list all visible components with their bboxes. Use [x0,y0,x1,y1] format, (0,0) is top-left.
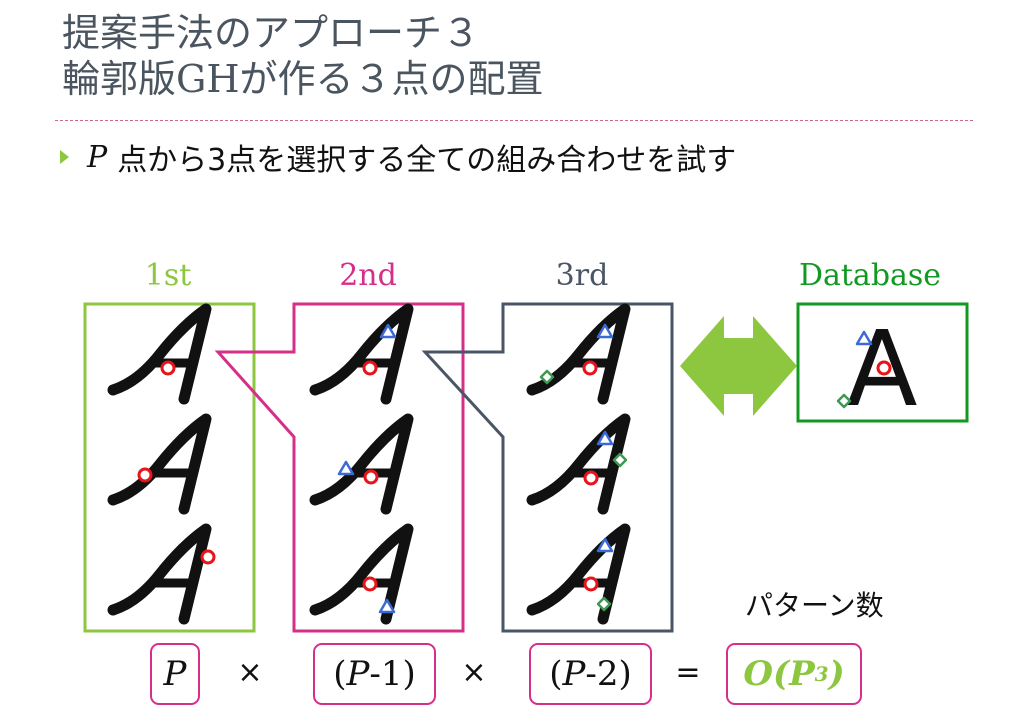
double-arrow-icon [680,316,797,416]
bullet-variable: P [87,139,108,175]
formula-term-p-minus-2: (P-2) [529,643,652,705]
formula-term-p-minus-1: (P-1) [313,643,436,705]
title-line-2: 輪郭版GHが作る３点の配置 [62,57,544,101]
box-3rd-callout [421,302,674,633]
column-label-1st: 1st [144,258,192,293]
title-line-1: 提案手法のアプローチ３ [62,11,481,55]
formula-equals: = [675,655,701,690]
letter-a-3rd-row3 [532,529,625,619]
formula-term-p: P [150,643,200,705]
box-2nd-callout [214,302,465,633]
formula-term3-rest: -2) [585,654,632,694]
letter-a-3rd-row1 [532,309,625,399]
triangle-bullet-icon [60,150,69,164]
formula-result-exponent: 3 [814,662,829,686]
box-1st [83,302,256,633]
bullet-text: 点から3点を選択する全ての組み合わせを試す [117,143,737,178]
letter-a-2nd-row3 [315,529,408,619]
letter-a-3rd-row2 [532,419,626,509]
formula-term-p-var: P [163,654,187,694]
box-database [796,302,969,423]
formula-term2-open: ( [333,654,347,694]
formula-result-suffix: ) [828,654,845,694]
letter-a-1st-row2 [113,419,206,509]
column-label-3rd: 3rd [555,258,609,293]
letter-a-1st-row1 [113,309,206,399]
letter-a-2nd-row2 [315,419,408,509]
letter-a-2nd-row1 [315,309,408,399]
patterns-label: パターン数 [745,589,884,622]
formula-result-var: P [789,654,815,694]
bullet-item: P 点から3点を選択する全ての組み合わせを試す [60,137,737,178]
formula-term2-rest: -1) [369,654,416,694]
formula-term3-open: ( [549,654,563,694]
formula-term3-var: P [562,654,586,694]
formula-term2-var: P [346,654,370,694]
formula-times-1: × [237,655,263,690]
slide-title: 提案手法のアプローチ３ 輪郭版GHが作る３点の配置 [62,10,544,102]
callout-fill-2nd [218,304,294,437]
column-label-2nd: 2nd [339,258,397,293]
formula-result-prefix: O( [743,654,790,694]
letter-a-1st-row3 [113,529,216,619]
title-divider [55,120,973,121]
formula-times-2: × [461,655,487,690]
letter-a-database: A [836,308,918,430]
column-label-database: Database [798,258,942,293]
